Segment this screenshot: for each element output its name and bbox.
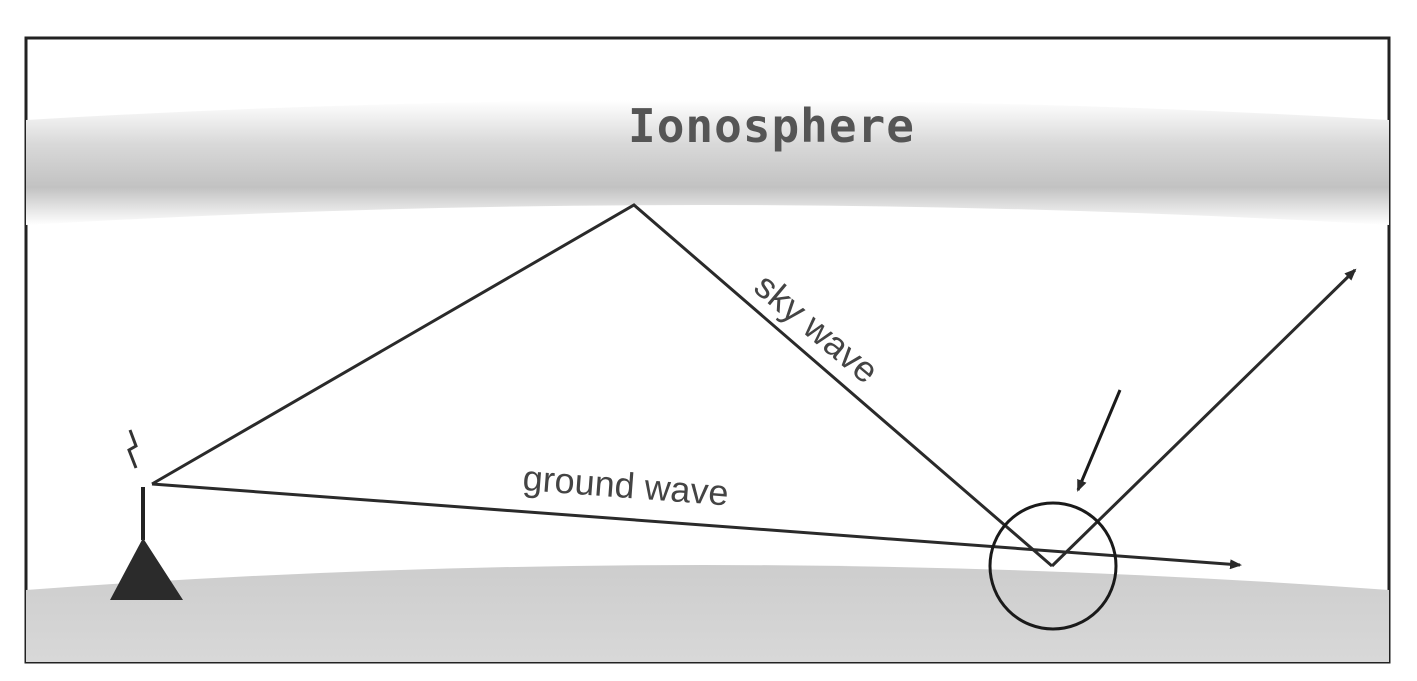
ground-surface [26,565,1389,662]
lightning-signal-icon [127,429,138,469]
ionosphere-band [26,100,1389,225]
transmitter-tower-icon [110,487,183,600]
reflected-wave-arrow [1050,268,1357,568]
arrow-pointer-icon [1076,389,1122,492]
ionosphere-label: Ionosphere [628,99,915,153]
sky-wave-path [151,203,1053,568]
ground-wave-arrow [151,482,1242,570]
interference-circle-highlight [988,501,1118,631]
